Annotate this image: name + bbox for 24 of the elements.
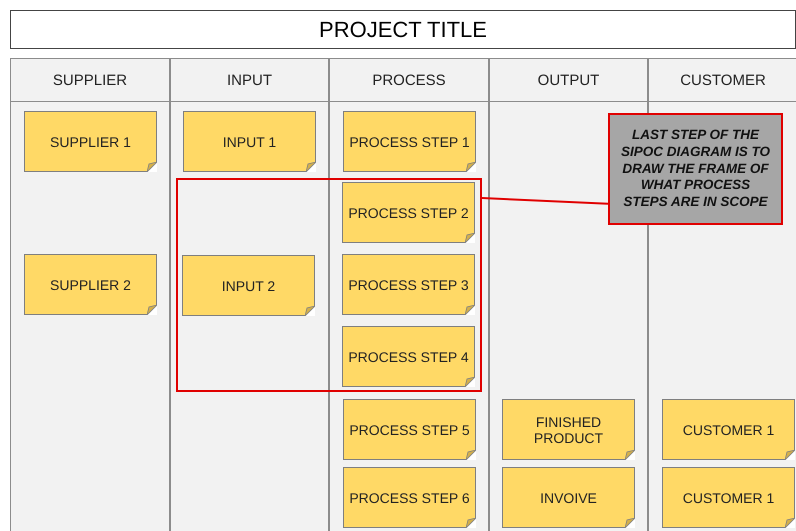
diagram-title: PROJECT TITLE	[319, 16, 487, 42]
sticky-note: PROCESS STEP 4	[342, 326, 475, 387]
sticky-note: PROCESS STEP 6	[343, 467, 476, 528]
column-header: CUSTOMER	[680, 72, 766, 88]
column-header: PROCESS	[372, 72, 446, 88]
sticky-note: CUSTOMER 1	[662, 467, 795, 528]
sticky-note: FINISHED PRODUCT	[502, 399, 635, 460]
sticky-note: PROCESS STEP 1	[343, 111, 476, 172]
sticky-note: INPUT 2	[182, 255, 315, 316]
column-header: SUPPLIER	[52, 72, 128, 88]
sticky-note: CUSTOMER 1	[662, 399, 795, 460]
sticky-note: INVOIVE	[502, 467, 635, 528]
sticky-note: PROCESS STEP 3	[342, 254, 475, 315]
sticky-note: SUPPLIER 1	[24, 111, 157, 172]
swimlane-column	[10, 58, 170, 531]
column-header: OUTPUT	[538, 72, 600, 88]
callout-tooltip: LAST STEP OF THE SIPOC DIAGRAM IS TO DRAW THE FRAME OF WHAT PROCESS STEPS ARE IN SCOPE	[608, 113, 783, 225]
sticky-note: PROCESS STEP 2	[342, 182, 475, 243]
scope-frame	[176, 178, 482, 392]
sticky-note: INPUT 1	[183, 111, 316, 172]
sticky-note: SUPPLIER 2	[24, 254, 157, 315]
sticky-note: PROCESS STEP 5	[343, 399, 476, 460]
column-header: INPUT	[227, 72, 272, 88]
leader-line	[482, 197, 608, 205]
